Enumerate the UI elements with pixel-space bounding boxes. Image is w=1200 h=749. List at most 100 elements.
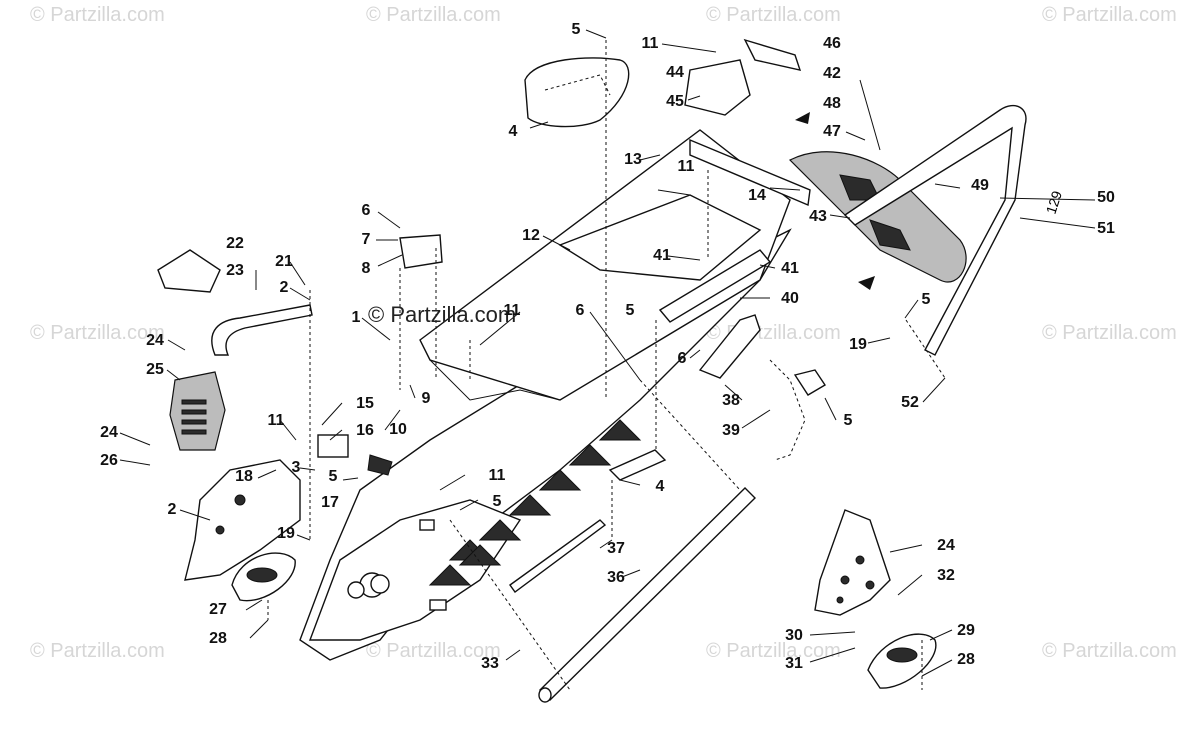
callout-50: 52	[901, 394, 919, 411]
callout-5: 5	[328, 468, 338, 485]
callout-34: 36	[607, 569, 625, 586]
callout-28: 28	[209, 630, 227, 647]
callout-14: 14	[748, 187, 766, 204]
callout-48: 50	[1097, 189, 1115, 206]
watermark: © Partzilla.com	[706, 4, 841, 26]
callout-52: 4	[508, 123, 518, 140]
callout-20: 2	[279, 279, 289, 296]
tether-chain	[769, 359, 806, 461]
watermark: © Partzilla.com	[30, 640, 165, 662]
end-cover	[157, 249, 221, 293]
callout-10: 10	[389, 421, 407, 438]
callout-39: 41	[781, 260, 799, 277]
callout-41: 42	[823, 65, 841, 82]
callout-24: 24	[100, 424, 118, 441]
callout-7: 7	[361, 231, 371, 248]
leader-lines	[119, 29, 1096, 691]
callout-47: 49	[971, 177, 989, 194]
callout-37: 39	[722, 422, 740, 439]
watermark: © Partzilla.com	[1042, 322, 1177, 344]
callout-6: 6	[361, 202, 371, 219]
rear-flap	[788, 151, 967, 283]
callout-2: 2	[167, 501, 177, 518]
bumper-decal: 129	[1043, 189, 1066, 216]
callout-29: 29	[957, 622, 975, 639]
top-bracket	[743, 38, 802, 71]
tunnel-lattice	[428, 419, 642, 586]
callout-3: 3	[291, 459, 301, 476]
callout-1: 1	[351, 309, 361, 326]
mount-bracket	[684, 59, 751, 116]
direction-marker	[858, 276, 875, 290]
step-plate	[814, 509, 891, 616]
callout-5: 5	[571, 21, 581, 38]
callout-51: 19	[849, 336, 867, 353]
direction-marker	[795, 112, 810, 124]
callout-36: 38	[722, 392, 740, 409]
rear-bumper: 129	[843, 105, 1066, 356]
long-rail	[658, 249, 772, 323]
callout-46: 48	[823, 95, 841, 112]
side-bracket	[184, 459, 301, 581]
callout-22: 22	[226, 235, 244, 252]
callout-33: 33	[481, 655, 499, 672]
callout-40: 41	[653, 247, 671, 264]
support-rod	[538, 487, 756, 703]
callout-11: 11	[641, 35, 659, 52]
callout-38: 40	[781, 290, 799, 307]
rail-bracket	[698, 314, 761, 379]
callout-28: 28	[957, 651, 975, 668]
callout-11: 11	[267, 412, 285, 429]
callout-6: 6	[677, 350, 687, 367]
callout-9: 9	[421, 390, 431, 407]
callout-17: 17	[321, 494, 339, 511]
watermark: © Partzilla.com	[366, 640, 501, 662]
callout-41: 43	[809, 208, 827, 225]
small-plate	[608, 449, 667, 481]
callout-15: 15	[356, 395, 374, 412]
callout-31: 31	[785, 655, 803, 672]
seat-mount	[399, 234, 443, 269]
callout-45: 47	[823, 123, 841, 140]
callout-24: 24	[146, 332, 164, 349]
callout-8: 8	[361, 260, 371, 277]
brand-watermark: © Partzilla.com	[368, 302, 517, 327]
control-module	[317, 434, 349, 458]
callout-12: 12	[522, 227, 540, 244]
tunnel-chassis	[299, 129, 792, 661]
watermark: © Partzilla.com	[706, 640, 841, 662]
handle-cup	[867, 633, 937, 689]
callout-11: 11	[503, 302, 521, 319]
callout-27: 27	[209, 601, 227, 618]
callout-18: 18	[235, 468, 253, 485]
callout-13: 13	[624, 151, 642, 168]
grab-handle	[211, 304, 313, 356]
watermark: © Partzilla.com	[1042, 640, 1177, 662]
callout-24: 24	[937, 537, 955, 554]
callout-43: 45	[666, 93, 684, 110]
watermark: © Partzilla.com	[1042, 4, 1177, 26]
callout-5: 5	[625, 302, 635, 319]
callout-42: 44	[666, 64, 684, 81]
callout-19: 19	[277, 525, 295, 542]
seat-bag	[524, 57, 630, 128]
callout-11: 11	[677, 158, 695, 175]
callout-44: 46	[823, 35, 841, 52]
callout-26: 26	[100, 452, 118, 469]
connector	[367, 454, 393, 476]
snow-flap	[169, 371, 226, 451]
watermark: © Partzilla.com	[366, 4, 501, 26]
watermark: © Partzilla.com	[30, 322, 165, 344]
callout-32: 32	[937, 567, 955, 584]
callout-49: 51	[1097, 220, 1115, 237]
callout-35: 37	[607, 540, 625, 557]
watermark: © Partzilla.com	[30, 4, 165, 26]
callout-11: 11	[488, 467, 506, 484]
callout-4: 4	[655, 478, 665, 495]
callout-5: 5	[921, 291, 931, 308]
callout-5: 5	[843, 412, 853, 429]
handle-cup-left	[231, 552, 296, 602]
callout-6: 6	[575, 302, 585, 319]
callout-30: 30	[785, 627, 803, 644]
